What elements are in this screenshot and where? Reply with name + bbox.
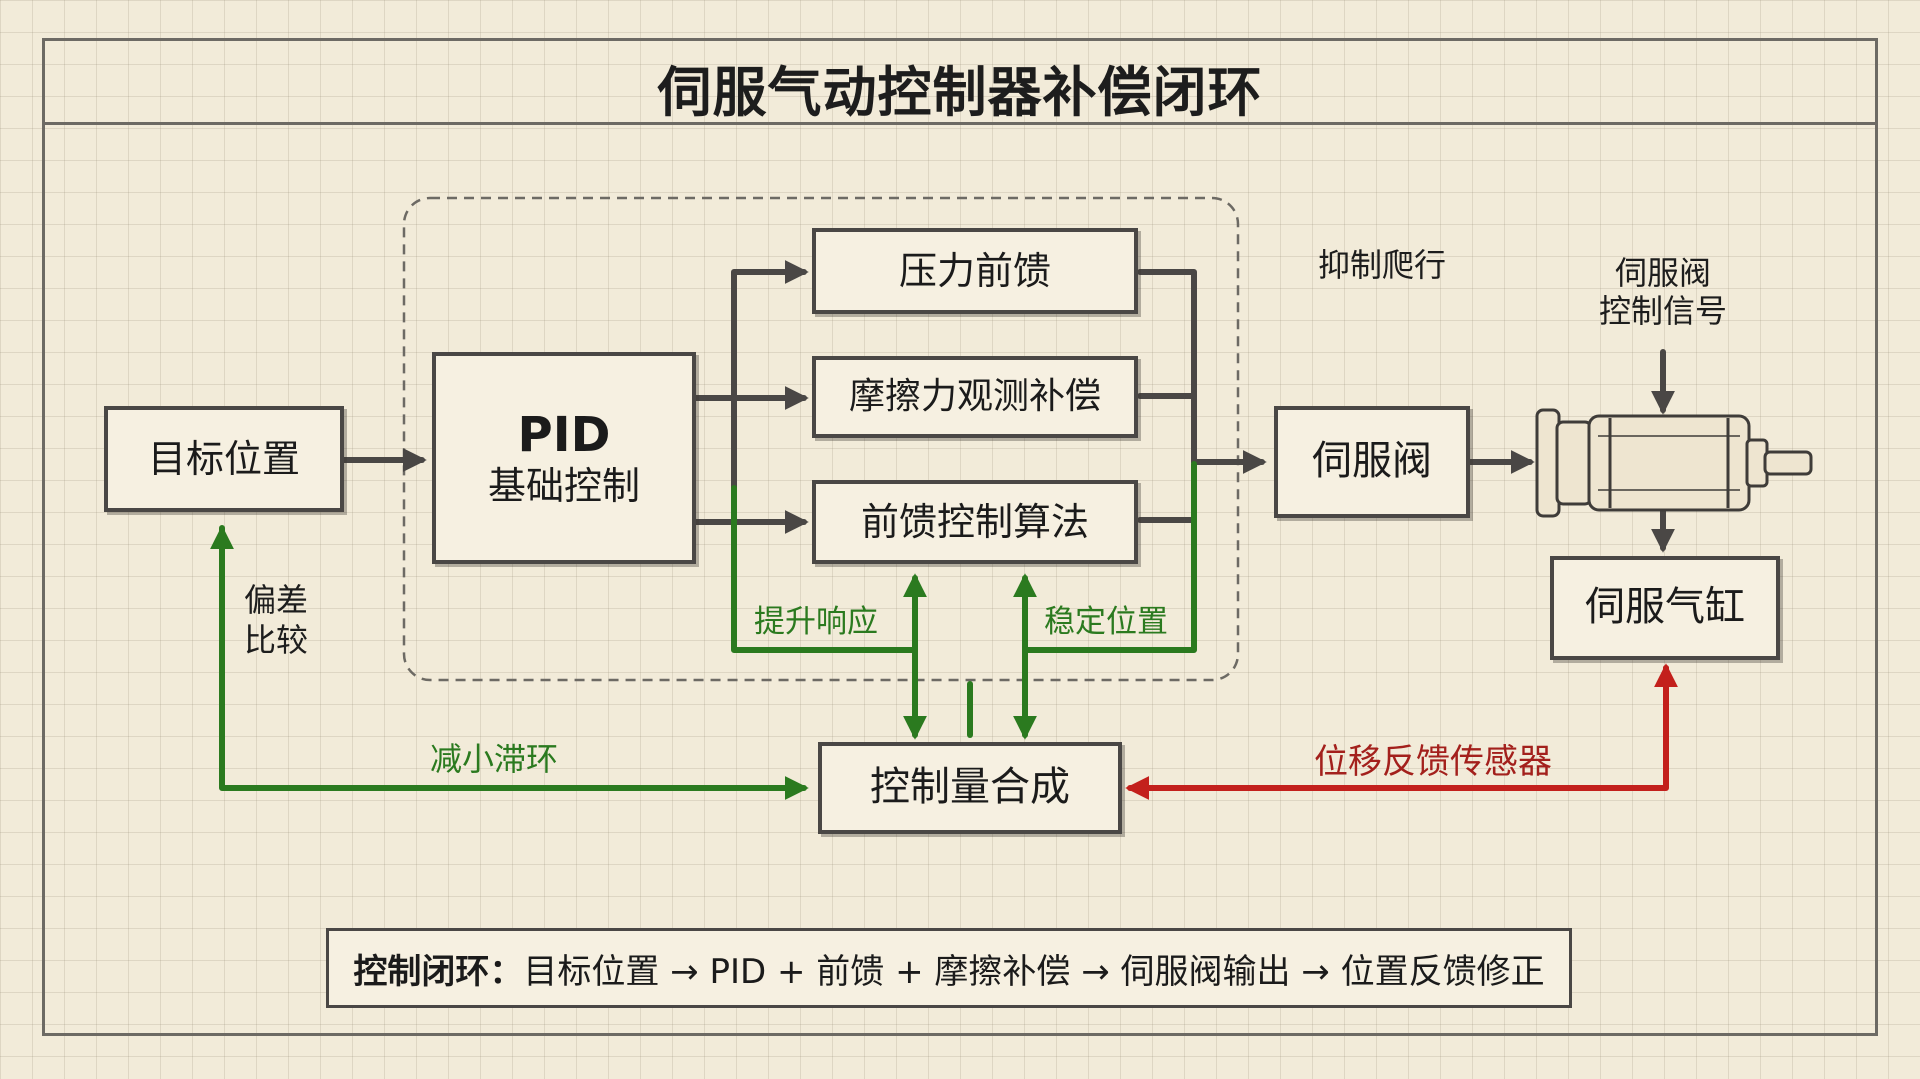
valve-signal-line1: 伺服阀 xyxy=(1614,254,1711,292)
pid-sub-label: 基础控制 xyxy=(487,463,640,508)
green-improve-response xyxy=(731,485,927,740)
servo-valve-box: 伺服阀 xyxy=(1274,406,1470,518)
target-position-box: 目标位置 xyxy=(104,406,344,512)
line-pressure-out xyxy=(1137,269,1197,465)
summary-text: 目标位置 → PID + 前馈 + 摩擦补偿 → 伺服阀输出 → 位置反馈修正 xyxy=(523,951,1545,992)
pid-box: PID 基础控制 xyxy=(432,352,696,564)
stable-position-label: 稳定位置 xyxy=(1044,604,1168,640)
feedforward-algorithm-label: 前馈控制算法 xyxy=(860,499,1089,544)
servo-cylinder-box: 伺服气缸 xyxy=(1550,556,1780,660)
feedforward-algorithm-box: 前馈控制算法 xyxy=(812,480,1138,564)
outer-frame xyxy=(42,38,1878,1036)
improve-response-label: 提升响应 xyxy=(754,604,878,640)
deviation-line1: 偏差 xyxy=(244,581,309,619)
reduce-hysteresis-label: 减小滞环 xyxy=(430,740,559,778)
deviation-line2: 比较 xyxy=(244,621,309,659)
diagram-title: 伺服气动控制器补偿闭环 xyxy=(657,61,1263,124)
pid-label: PID xyxy=(517,407,611,464)
green-deviation-loop xyxy=(219,525,809,800)
arrow-pid-to-pressure xyxy=(693,260,809,401)
servo-cylinder-label: 伺服气缸 xyxy=(1585,584,1745,631)
control-synthesis-box: 控制量合成 xyxy=(818,742,1122,834)
friction-compensation-label: 摩擦力观测补偿 xyxy=(848,375,1101,417)
friction-compensation-box: 摩擦力观测补偿 xyxy=(812,356,1138,438)
pressure-feedforward-box: 压力前馈 xyxy=(812,228,1138,314)
summary-prefix: 控制闭环： xyxy=(353,951,524,992)
servo-cylinder-icon xyxy=(1535,408,1813,518)
title-divider xyxy=(42,122,1878,125)
suppress-crawl-label: 抑制爬行 xyxy=(1318,246,1447,284)
green-stable-position xyxy=(1013,461,1197,740)
arrow-pid-to-ffalgo xyxy=(693,395,737,525)
target-position-label: 目标位置 xyxy=(147,436,300,481)
servo-valve-label: 伺服阀 xyxy=(1312,438,1432,485)
control-synthesis-label: 控制量合成 xyxy=(870,764,1070,811)
deviation-label: 偏差 比较 xyxy=(244,580,308,660)
displacement-sensor-label: 位移反馈传感器 xyxy=(1314,742,1552,782)
pressure-feedforward-label: 压力前馈 xyxy=(898,248,1051,293)
compensation-region xyxy=(402,196,1240,682)
valve-signal-line2: 控制信号 xyxy=(1598,292,1727,331)
valve-signal-label: 伺服阀 控制信号 xyxy=(1590,254,1736,331)
summary-box: 控制闭环： 目标位置 → PID + 前馈 + 摩擦补偿 → 伺服阀输出 → 位… xyxy=(326,928,1572,1008)
